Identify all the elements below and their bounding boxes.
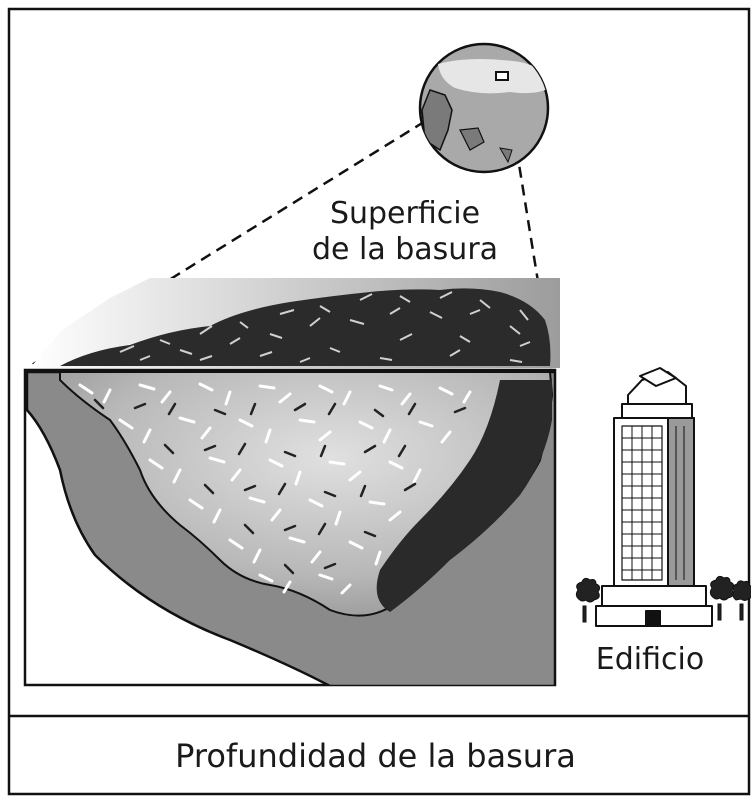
outer-frame <box>7 7 751 796</box>
debris-dark-texture <box>93 398 467 575</box>
building-label: Edificio <box>595 642 705 677</box>
depth-caption: Profundidad de la basura <box>175 737 576 775</box>
surface-label-line2: de la basura <box>311 232 499 267</box>
surface-label: Superficie de la basura <box>270 196 540 268</box>
surface-label-line1: Superficie <box>329 196 481 231</box>
building-icon <box>595 367 713 627</box>
trash-surface-debris <box>60 288 551 366</box>
globe-icon <box>418 42 550 174</box>
tree-icon <box>575 575 751 623</box>
surface-debris-texture <box>119 291 531 363</box>
debris-texture <box>78 382 472 595</box>
trash-shadow <box>376 380 552 612</box>
